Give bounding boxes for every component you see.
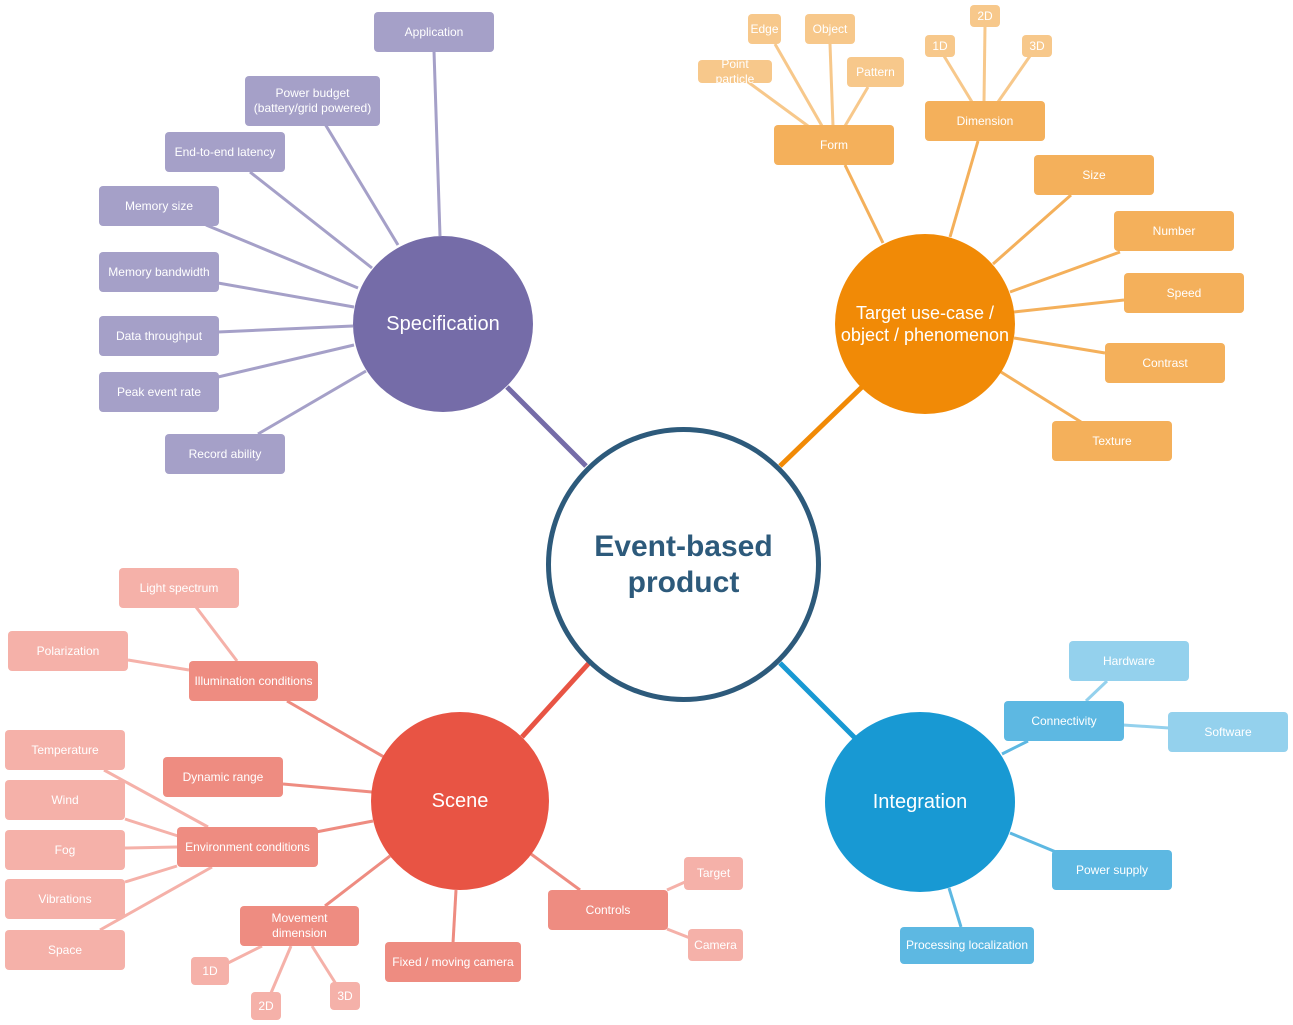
spec-power-budget-line1: Power budget <box>275 86 350 100</box>
scene-movement-1d: 1D <box>191 957 229 985</box>
specification-label: Specification <box>386 312 500 335</box>
scene-controls: Controls <box>548 890 668 930</box>
central-node: Event-based product <box>546 427 821 702</box>
scene-movement-3d: 3D <box>330 982 360 1010</box>
target-label-line1: Target use-case / <box>855 303 995 323</box>
target-form-point-particle: Point particle <box>698 57 772 86</box>
scene-controls-camera: Camera <box>688 929 743 961</box>
scene-fog: Fog <box>5 830 125 870</box>
target-dimension: Dimension <box>925 101 1045 141</box>
integration-software: Software <box>1168 712 1288 752</box>
target-label-line2: object / phenomenon <box>840 325 1010 345</box>
central-node-label-line1: Event-based <box>594 529 773 563</box>
scene-movement-2d: 2D <box>251 992 281 1020</box>
connector-scene <box>520 661 591 739</box>
spec-latency: End-to-end latency <box>165 132 285 172</box>
spec-memory-size: Memory size <box>99 186 219 226</box>
target-form-edge: Edge <box>748 14 781 44</box>
connector-specification <box>505 385 588 468</box>
target-dimension-1d: 1D <box>925 35 955 57</box>
integration-label: Integration <box>872 790 968 813</box>
integration-connectivity: Connectivity <box>1004 701 1124 741</box>
spec-record-ability: Record ability <box>165 434 285 474</box>
spec-peak-event-rate: Peak event rate <box>99 372 219 412</box>
target-node: Target use-case / object / phenomenon <box>835 234 1015 414</box>
scene-fixed-moving-camera: Fixed / moving camera <box>385 942 521 982</box>
target-texture: Texture <box>1052 421 1172 461</box>
scene-environment: Environment conditions <box>177 827 318 867</box>
integration-processing-localization: Processing localization <box>900 927 1034 964</box>
spec-power-budget-line2: (battery/grid powered) <box>253 101 372 115</box>
target-number: Number <box>1114 211 1234 251</box>
target-form-object: Object <box>805 14 855 44</box>
connector-integration <box>778 661 857 740</box>
connector-target <box>778 385 864 468</box>
target-form: Form <box>774 125 894 165</box>
spec-application: Application <box>374 12 494 52</box>
scene-polarization: Polarization <box>8 631 128 671</box>
specification-node: Specification <box>353 236 533 412</box>
scene-movement-dimension: Movement dimension <box>240 906 359 946</box>
scene-node: Scene <box>371 712 549 890</box>
target-dimension-2d: 2D <box>970 5 1000 27</box>
central-node-label-line2: product <box>627 565 740 599</box>
target-form-pattern: Pattern <box>847 57 904 87</box>
scene-dynamic-range: Dynamic range <box>163 757 283 797</box>
scene-label: Scene <box>431 789 489 812</box>
scene-illumination: Illumination conditions <box>189 661 318 701</box>
spec-memory-bandwidth: Memory bandwidth <box>99 252 219 292</box>
target-contrast: Contrast <box>1105 343 1225 383</box>
scene-light-spectrum: Light spectrum <box>119 568 239 608</box>
scene-wind: Wind <box>5 780 125 820</box>
scene-controls-target: Target <box>684 857 743 890</box>
integration-node: Integration <box>825 712 1015 892</box>
target-size: Size <box>1034 155 1154 195</box>
scene-temperature: Temperature <box>5 730 125 770</box>
spec-data-throughput: Data throughput <box>99 316 219 356</box>
scene-space: Space <box>5 930 125 970</box>
scene-vibrations: Vibrations <box>5 879 125 919</box>
spec-power-budget: Power budget (battery/grid powered) <box>245 76 380 126</box>
integration-power-supply: Power supply <box>1052 850 1172 890</box>
integration-hardware: Hardware <box>1069 641 1189 681</box>
target-dimension-3d: 3D <box>1022 35 1052 57</box>
target-speed: Speed <box>1124 273 1244 313</box>
